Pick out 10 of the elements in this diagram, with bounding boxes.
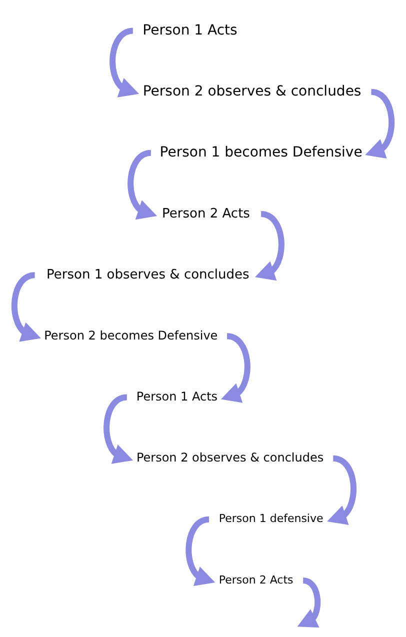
- node-text: Person 1 becomes Defensive: [160, 144, 362, 161]
- node-text: Person 2 Acts: [162, 206, 250, 222]
- node-text: Person 2 observes & concludes: [142, 84, 362, 100]
- node-text: Person 1 Acts: [142, 22, 238, 38]
- node-text: Person 2 Acts: [218, 573, 294, 586]
- node-text: Person 1 Acts: [136, 389, 218, 404]
- node-text: Person 1 defensive: [218, 512, 324, 526]
- node-text: Person 1 observes & concludes: [46, 267, 250, 282]
- node-text: Person 2 becomes Defensive: [44, 328, 218, 342]
- node-text: Person 2 observes & concludes: [136, 450, 324, 464]
